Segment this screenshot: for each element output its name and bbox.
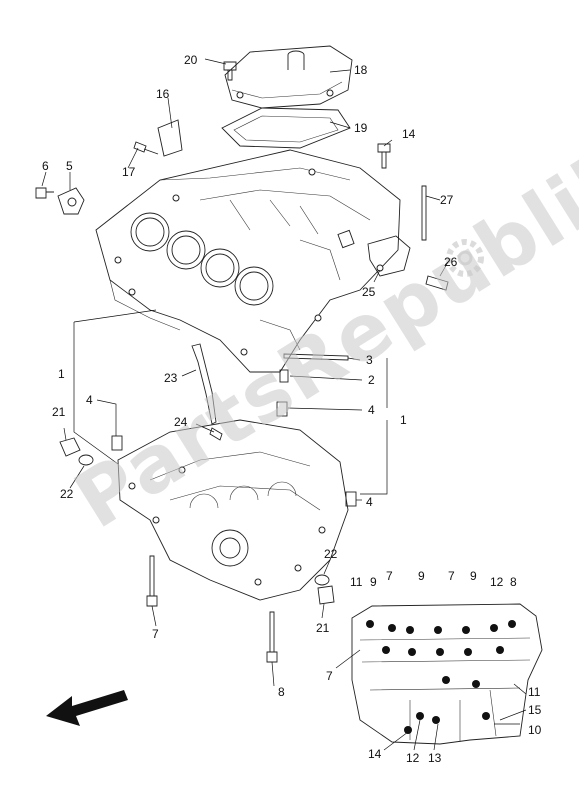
bracket-5 [57,187,85,215]
callout-27: 27 [440,193,454,207]
bolt-14 [377,143,391,169]
dowel-4a [276,401,288,417]
inset-callout-9-a: 9 [370,575,377,589]
inset-callout-8: 8 [510,575,517,589]
front-direction-arrow-icon [46,690,128,726]
inset-callout-13: 13 [428,751,442,765]
callout-22-right: 22 [324,547,338,561]
callout-16: 16 [156,87,170,101]
plug-21b [317,585,335,605]
inset-callout-11-top: 11 [350,575,363,589]
callout-7-bolt: 7 [152,627,159,641]
upper-crankcase [95,149,401,373]
bolt-24 [209,427,223,441]
inset-callout-7-c: 7 [326,669,333,683]
callout-21-left: 21 [52,405,66,419]
callout-8-bolt: 8 [278,685,285,699]
pin-27 [421,185,427,241]
plate-16 [157,119,183,157]
bracket-25 [367,235,411,277]
bolt-20 [223,61,237,81]
leader-lines [41,58,527,751]
gear-watermark-icon [446,239,484,277]
callout-20: 20 [184,53,198,67]
callout-1-left: 1 [58,367,65,381]
callout-2: 2 [368,373,375,387]
callout-23: 23 [164,371,178,385]
dowel-4b [111,435,123,451]
callout-18: 18 [354,63,368,77]
callout-19: 19 [354,121,368,135]
washer-22a [78,454,94,466]
callout-5: 5 [66,159,73,173]
callout-3: 3 [366,353,373,367]
inset-callout-7-b: 7 [448,569,455,583]
inset-callout-9-c: 9 [470,569,477,583]
callout-6: 6 [42,159,49,173]
oil-jet-23 [191,343,217,425]
callout-4-right: 4 [368,403,375,417]
dowel-2 [279,369,289,383]
dowel-4c [345,491,357,507]
bolt-26 [425,275,449,291]
inset-callout-10: 10 [528,723,542,737]
callout-21-right: 21 [316,621,330,635]
oil-cover [224,45,353,109]
callout-4-lower: 4 [366,495,373,509]
gasket-19 [221,107,351,149]
bolt-17 [133,141,159,155]
lower-crankcase [117,419,349,601]
bolt-7 [146,555,158,607]
bolt-sequence-inset [351,603,543,745]
inset-callout-14: 14 [368,747,382,761]
washer-22b [314,574,330,586]
bolt-8 [266,611,278,663]
callout-1-right: 1 [400,413,407,427]
oring-3 [283,353,349,361]
callout-14: 14 [402,127,416,141]
inset-callout-11-bottom: 11 [528,685,541,699]
callout-22-left: 22 [60,487,74,501]
bolt-6 [35,187,54,199]
inset-callout-12-bottom: 12 [406,751,420,765]
callout-26: 26 [444,255,458,269]
callout-24: 24 [174,415,188,429]
callout-25: 25 [362,285,376,299]
callout-4-left: 4 [86,393,93,407]
plug-21a [59,437,81,457]
inset-callout-9-b: 9 [418,569,425,583]
inset-callout-12-top: 12 [490,575,504,589]
callout-17: 17 [122,165,136,179]
inset-callout-7-a: 7 [386,569,393,583]
inset-callout-15: 15 [528,703,542,717]
